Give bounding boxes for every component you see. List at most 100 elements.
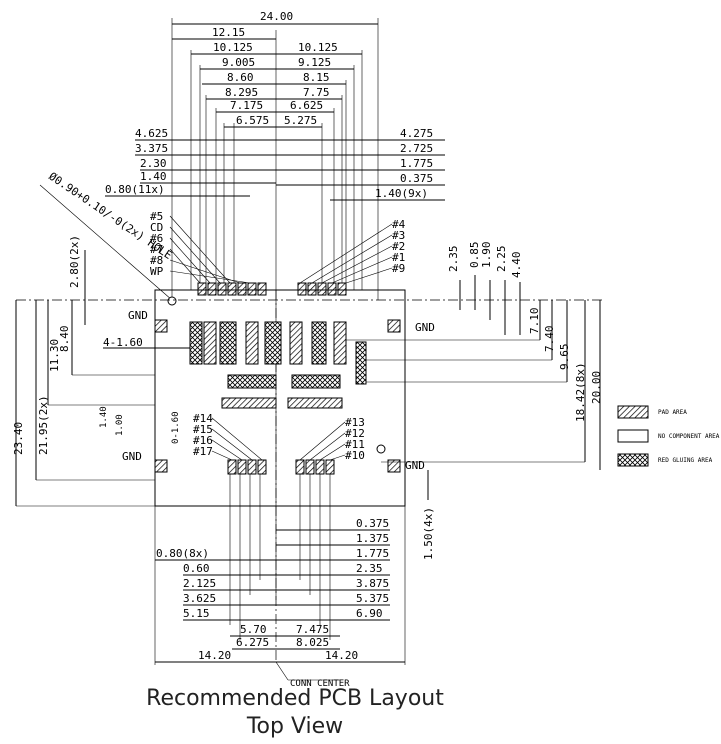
pin-label: #13 <box>345 416 365 429</box>
bottom-dim-label: 3.875 <box>356 577 389 590</box>
pin-label: #5 <box>150 210 163 223</box>
vert-dim-label: 11.30 <box>48 339 61 372</box>
pin-label: #1 <box>392 251 405 264</box>
vert-dim-label: 2.35 <box>447 246 460 273</box>
top-pad-row <box>197 282 347 296</box>
right-dim-label: 0.375 <box>400 172 433 185</box>
pin-label: #8 <box>150 254 163 267</box>
bottom-dim-label: 14.20 <box>325 649 358 662</box>
mounting-hole-left <box>167 296 177 306</box>
pad <box>247 282 257 296</box>
gnd-pad <box>387 319 401 333</box>
bottom-dim-label: 5.70 <box>240 623 267 636</box>
vert-dim-label: 21.95(2x) <box>37 395 50 455</box>
bottom-dim-label: 0.60 <box>183 562 210 575</box>
mounting-hole-right <box>376 444 386 454</box>
bottom-dim-label: 7.475 <box>296 623 329 636</box>
top-dim-label: 10.125 <box>298 41 338 54</box>
top-dim-label: 7.175 <box>230 99 263 112</box>
bottom-dim-label: 2.125 <box>183 577 216 590</box>
vert-dim-label: 0.85 <box>468 242 481 269</box>
bottom-dim-label: 1.775 <box>356 547 389 560</box>
bottom-dim-label: 6.275 <box>236 636 269 649</box>
pad <box>337 282 347 296</box>
legend: PAD AREA NO COMPONENT AREA RED GLUING AR… <box>617 405 720 467</box>
lead-label: 4-1.60 <box>103 336 143 349</box>
pad <box>207 282 217 296</box>
gnd-pad <box>387 459 401 473</box>
pad <box>307 282 317 296</box>
glue-area <box>189 321 367 409</box>
left-dim-label: 3.375 <box>135 142 168 155</box>
bottom-dim-label: 14.20 <box>198 649 231 662</box>
vert-dim-label: 7.40 <box>543 326 556 353</box>
pin-label: #12 <box>345 427 365 440</box>
vert-dim-label: 23.40 <box>12 422 25 455</box>
pin-labels-upper: #5 CD #6 #7 #8 WP #4 #3 #2 #1 #9 <box>150 210 406 284</box>
pad <box>317 282 327 296</box>
gnd-label: GND <box>128 309 148 322</box>
vert-dim-label: 2.25 <box>495 246 508 273</box>
pad <box>227 282 237 296</box>
legend-swatch-nocomponent <box>617 429 649 443</box>
legend-swatch-pad <box>617 405 649 419</box>
left-dim-label: 4.625 <box>135 127 168 140</box>
right-dim-label: 4.275 <box>400 127 433 140</box>
caption-subtitle: Top View <box>246 714 344 739</box>
vert-dim-label: 1.00 <box>115 414 125 436</box>
top-dim-label: 8.295 <box>225 86 258 99</box>
vert-dim-label: 1.90 <box>480 242 493 269</box>
hole-note: Ø0.90+0.10/-0(2x) HOLE <box>39 170 386 454</box>
gnd-label: GND <box>415 321 435 334</box>
legend-label: NO COMPONENT AREA <box>658 433 720 440</box>
bottom-dim-label: 8.025 <box>296 636 329 649</box>
bottom-dim-label: 3.625 <box>183 592 216 605</box>
top-dim-label: 6.625 <box>290 99 323 112</box>
vert-dim-label: 1.40 <box>99 406 109 428</box>
vert-dim-label: 8.40 <box>58 326 71 353</box>
gnd-pad <box>154 459 168 473</box>
left-dims: 4.625 3.375 2.30 1.40 0.80(11x) <box>105 127 276 197</box>
bottom-dim-label: 6.90 <box>356 607 383 620</box>
gnd-pads: GND GND GND GND <box>122 309 435 473</box>
bottom-dims: 0.80(8x) 0.60 2.125 3.625 5.15 0.375 1.3… <box>154 474 406 689</box>
vert-dim-label: 4.40 <box>510 252 523 279</box>
right-dim-label: 1.775 <box>400 157 433 170</box>
conn-center-label: CONN CENTER <box>290 679 350 689</box>
legend-swatch-glue <box>617 453 649 467</box>
gnd-label: GND <box>122 450 142 463</box>
bottom-dim-label: 0.80(8x) <box>156 547 209 560</box>
caption-title: Recommended PCB Layout <box>146 686 444 711</box>
legend-label: PAD AREA <box>658 409 687 416</box>
left-vertical-dims: 2.80(2x) 8.40 11.30 21.95(2x) 23.40 1.40… <box>12 235 190 507</box>
pad <box>197 282 207 296</box>
top-dim-label: 10.125 <box>213 41 253 54</box>
vert-dim-label: 20.00 <box>590 371 603 404</box>
right-dim-label: 1.40(9x) <box>375 187 428 200</box>
pin-label: #2 <box>392 240 405 253</box>
top-dim-label: 8.15 <box>303 71 330 84</box>
top-dim-label: 9.125 <box>298 56 331 69</box>
vert-dim-label: 0-1.60 <box>171 411 181 444</box>
pad <box>257 282 267 296</box>
pin-label: #17 <box>193 445 213 458</box>
pin-label: CD <box>150 221 163 234</box>
pin-label: #14 <box>193 412 213 425</box>
bottom-dim-label: 5.375 <box>356 592 389 605</box>
bottom-dim-label: 2.35 <box>356 562 383 575</box>
pin-label: #7 <box>150 243 163 256</box>
lower-pins: #14 #15 #16 #17 #13 #12 #11 #10 <box>193 412 365 475</box>
pad <box>327 282 337 296</box>
pad <box>217 282 227 296</box>
pin-label: #15 <box>193 423 213 436</box>
pad <box>297 282 307 296</box>
side-note-label: 1.50(4x) <box>422 507 435 560</box>
right-dim-label: 2.725 <box>400 142 433 155</box>
pin-label: #3 <box>392 229 405 242</box>
pin-label: #6 <box>150 232 163 245</box>
top-dim-label: 9.005 <box>222 56 255 69</box>
pin-label: #10 <box>345 449 365 462</box>
right-vertical-dims: 2.35 0.85 1.90 2.25 4.40 7.10 7.40 9.65 … <box>345 242 603 470</box>
pad <box>237 282 247 296</box>
